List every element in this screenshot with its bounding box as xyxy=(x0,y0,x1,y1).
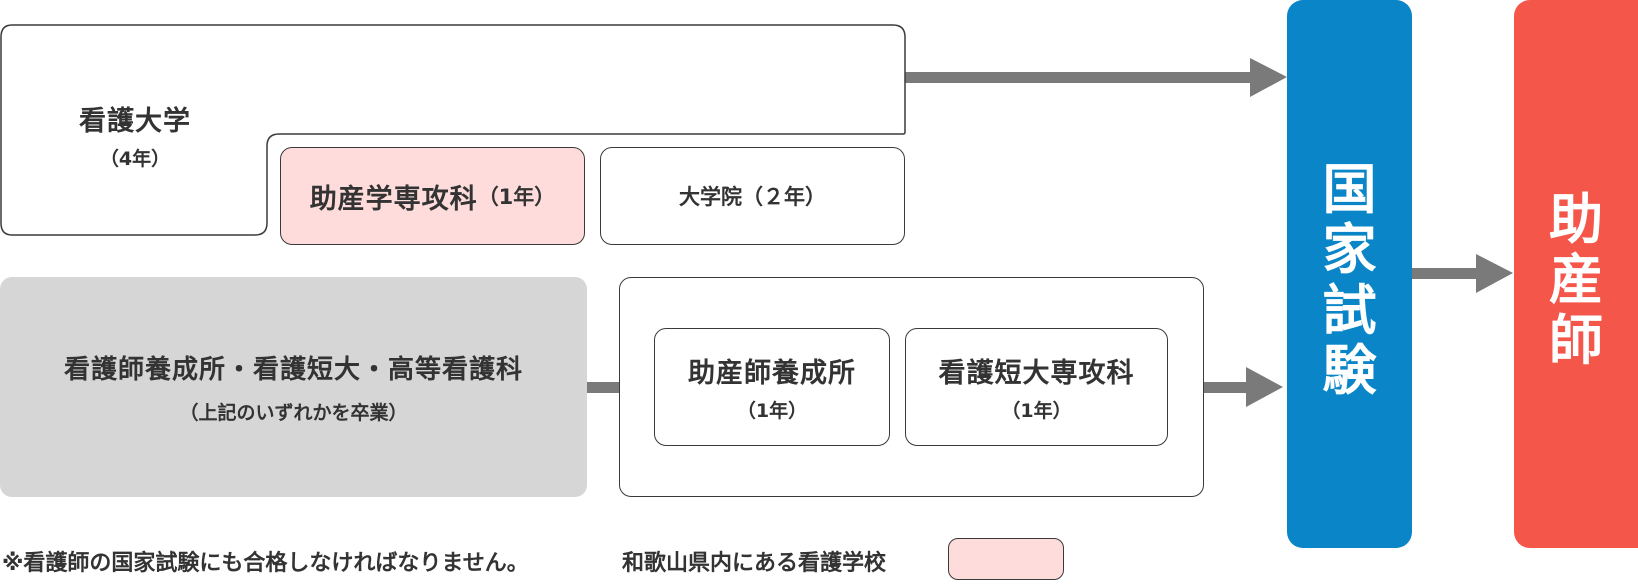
nursing-university-years: （4年） xyxy=(99,148,171,170)
midwife-char-1: 助 xyxy=(1549,188,1603,251)
midwife-char-3: 師 xyxy=(1549,308,1603,372)
midwifery-major-box: 助産学専攻科 （1年） xyxy=(280,147,585,245)
national-exam-char-2: 家 xyxy=(1322,218,1377,282)
legend-swatch xyxy=(948,538,1064,580)
midwife-training-box: 助産師養成所 （1年） xyxy=(654,328,890,446)
midwife-training-years: （1年） xyxy=(736,400,808,422)
midwife-label: 助 産 師 xyxy=(1549,188,1603,372)
midwife-bar: 助 産 師 xyxy=(1514,0,1638,548)
junior-college-major-years: （1年） xyxy=(1001,400,1072,422)
arrow-exam-to-midwife xyxy=(1412,254,1513,293)
nursing-schools-box: 看護師養成所・看護短大・高等看護科 （上記のいずれかを卒業） xyxy=(0,277,587,497)
junior-college-major-title: 看護短大専攻科 xyxy=(938,358,1135,389)
arrow-training-to-exam xyxy=(1204,367,1283,407)
midwifery-major-title: 助産学専攻科 xyxy=(309,183,478,215)
junior-college-major-box: 看護短大専攻科 （1年） xyxy=(905,328,1168,446)
midwifery-major-years: （1年） xyxy=(477,185,556,209)
national-exam-char-1: 国 xyxy=(1322,158,1377,221)
connector-line xyxy=(587,382,619,393)
nursing-schools-title: 看護師養成所・看護短大・高等看護科 xyxy=(63,355,523,385)
midwife-training-title: 助産師養成所 xyxy=(688,358,856,389)
midwife-char-2: 産 xyxy=(1549,248,1603,312)
graduate-school-title: 大学院 xyxy=(679,185,742,209)
graduate-school-box: 大学院 （２年） xyxy=(600,147,905,245)
graduate-school-years: （２年） xyxy=(742,185,826,209)
arrow-university-to-exam xyxy=(905,58,1287,97)
national-exam-char-3: 試 xyxy=(1322,278,1377,342)
nursing-university-box xyxy=(0,24,906,236)
national-exam-label: 国 家 試 験 xyxy=(1322,158,1377,403)
nursing-university-title: 看護大学 xyxy=(79,106,191,137)
footnote: ※看護師の国家試験にも合格しなければなりません。 xyxy=(2,551,529,576)
nursing-schools-note: （上記のいずれかを卒業） xyxy=(179,402,408,424)
national-exam-char-4: 験 xyxy=(1322,339,1377,403)
legend-label: 和歌山県内にある看護学校 xyxy=(622,551,887,576)
nursing-university-label: 看護大学 （4年） xyxy=(40,95,230,175)
national-exam-bar: 国 家 試 験 xyxy=(1287,0,1412,548)
